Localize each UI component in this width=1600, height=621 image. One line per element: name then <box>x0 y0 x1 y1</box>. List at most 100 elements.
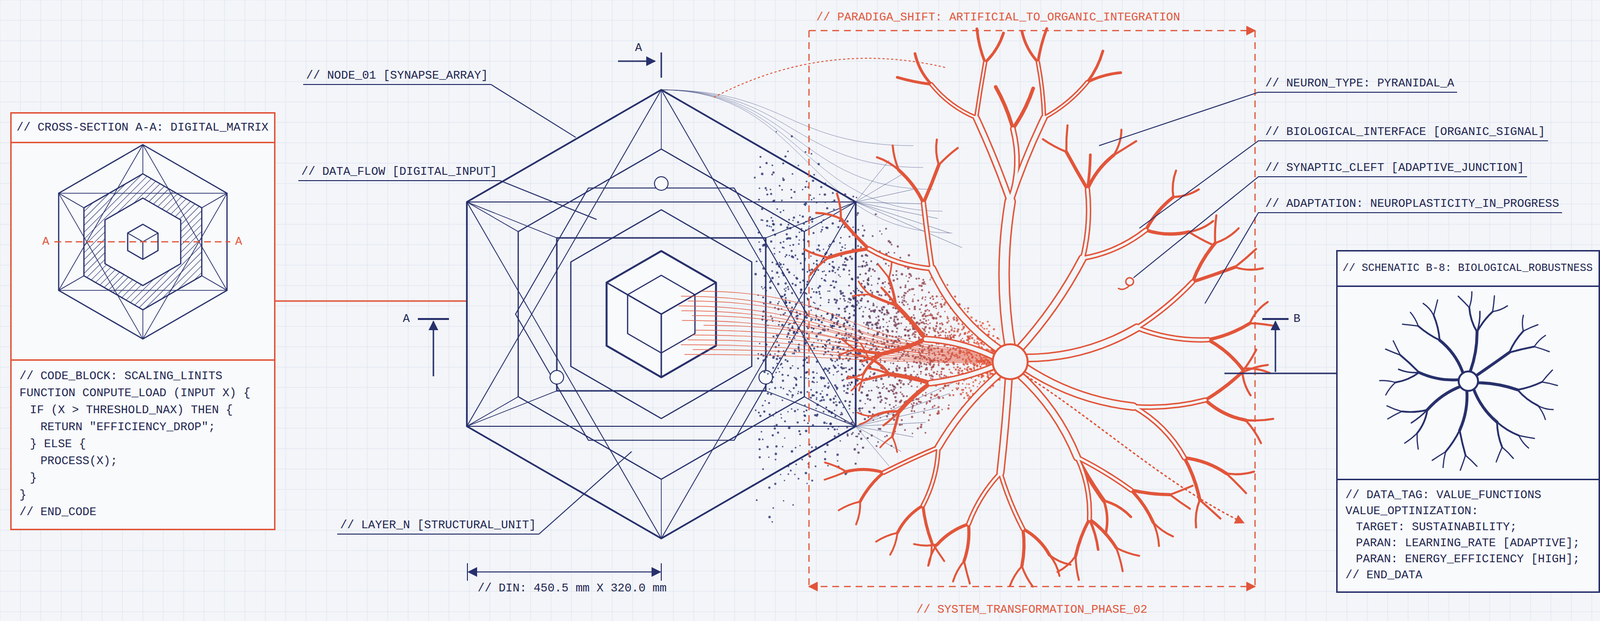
particle <box>792 220 794 222</box>
particle <box>928 314 930 316</box>
particle <box>812 347 816 350</box>
particle <box>758 343 761 345</box>
particle <box>966 363 969 366</box>
grid-line <box>1061 0 1062 621</box>
particle <box>883 386 885 388</box>
particle <box>874 309 877 312</box>
particle <box>820 222 823 224</box>
particle <box>787 464 790 466</box>
particle <box>898 379 901 382</box>
spoke-line <box>142 309 144 340</box>
spoke-line <box>804 396 856 427</box>
particle <box>758 187 761 190</box>
particle <box>765 189 768 191</box>
particle <box>862 364 865 367</box>
particle <box>848 382 850 384</box>
particle <box>831 260 834 263</box>
particle <box>851 278 854 281</box>
particle <box>821 390 824 393</box>
particle <box>859 430 862 433</box>
particle <box>929 414 931 417</box>
particle <box>907 334 910 337</box>
particle <box>777 265 781 268</box>
particle <box>762 359 765 362</box>
particle <box>929 297 932 300</box>
particle <box>859 265 861 268</box>
grid-line <box>1326 0 1327 621</box>
particle <box>943 384 947 388</box>
particle <box>928 331 930 334</box>
particle <box>848 337 850 339</box>
particle <box>913 335 916 339</box>
particle <box>840 412 843 414</box>
particle <box>884 281 886 283</box>
particle <box>832 240 835 243</box>
cube-edge <box>661 282 717 315</box>
particle <box>771 521 774 523</box>
particle <box>797 391 800 393</box>
particle <box>913 294 915 296</box>
particle <box>832 364 835 367</box>
particle <box>790 391 792 394</box>
particle <box>932 327 935 330</box>
particle <box>896 318 899 321</box>
particle <box>754 273 757 276</box>
particle <box>932 306 935 309</box>
particle <box>867 437 869 440</box>
particle <box>779 223 783 226</box>
particle <box>939 376 942 379</box>
particle <box>796 221 800 224</box>
particle <box>975 319 978 323</box>
particle <box>803 358 807 362</box>
particle <box>893 318 896 321</box>
grid-line <box>836 0 838 621</box>
particle <box>878 293 881 296</box>
particle <box>810 153 813 155</box>
particle <box>896 365 899 368</box>
particle <box>967 383 970 386</box>
particle <box>796 421 800 425</box>
grid-line <box>0 0 1600 1</box>
particle <box>953 295 957 298</box>
particle <box>949 325 952 328</box>
particle <box>843 193 847 196</box>
particle <box>911 332 915 336</box>
particle <box>843 390 845 393</box>
particle <box>808 227 810 229</box>
particle <box>940 306 944 309</box>
particle <box>814 319 817 322</box>
grid-line <box>816 0 817 621</box>
particle <box>922 283 925 286</box>
particle <box>782 162 785 165</box>
particle <box>931 295 934 298</box>
particle <box>784 256 787 258</box>
particle <box>773 425 776 428</box>
particle <box>846 433 849 436</box>
particle <box>846 322 849 324</box>
particle <box>908 337 911 340</box>
particle <box>888 265 890 267</box>
grid-line <box>1081 0 1083 621</box>
particle <box>956 318 958 320</box>
particle <box>941 367 944 371</box>
particle <box>804 186 807 189</box>
particle <box>811 288 813 290</box>
grid-line <box>591 0 593 621</box>
particle <box>942 396 945 399</box>
particle <box>905 326 908 328</box>
particle <box>770 393 773 396</box>
hex-layer <box>518 149 805 480</box>
particle <box>772 335 775 338</box>
particle <box>908 276 911 279</box>
particle <box>883 407 886 410</box>
particle <box>811 424 814 427</box>
particle <box>860 437 863 441</box>
cube-edge <box>142 233 158 242</box>
particle <box>979 321 981 323</box>
particle <box>785 254 788 257</box>
particle <box>963 368 966 371</box>
particle <box>930 369 932 371</box>
particle <box>894 405 897 407</box>
particle <box>966 307 970 310</box>
particle <box>864 403 866 405</box>
